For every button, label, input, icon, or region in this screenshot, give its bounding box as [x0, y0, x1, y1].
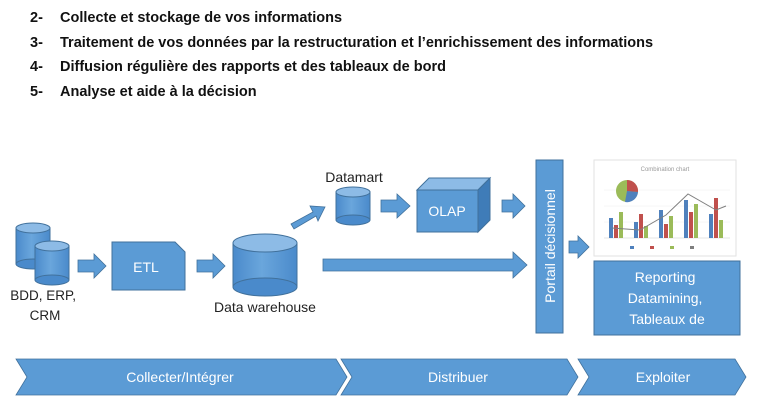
datamart-label: Datamart — [325, 169, 383, 185]
arrow-icon — [568, 235, 590, 259]
list-item-text: Analyse et aide à la décision — [60, 83, 257, 100]
etl-box: ETL — [111, 241, 186, 291]
list-item: 4- Diffusion régulière des rapports et d… — [30, 55, 653, 80]
phase-chevron-exploiter: Exploiter — [577, 358, 747, 396]
source-database-icon — [34, 240, 70, 286]
steps-list: 2- Collecte et stockage de vos informati… — [30, 6, 653, 104]
list-item-number: 5- — [30, 83, 43, 100]
list-item-number: 3- — [30, 34, 43, 51]
olap-cube-icon: OLAP — [415, 176, 492, 234]
arrow-icon — [501, 193, 526, 219]
combination-chart-thumbnail: Combination chart — [593, 159, 737, 257]
arrow-icon — [196, 253, 226, 279]
datamart-cylinder-icon — [335, 186, 371, 226]
arrow-icon — [77, 253, 107, 279]
reporting-box: Reporting Datamining, Tableaux de — [593, 260, 741, 336]
data-warehouse-cylinder-icon — [232, 233, 298, 297]
olap-label: OLAP — [428, 203, 465, 219]
sources-label: BDD, ERP, CRM — [10, 288, 80, 323]
etl-label: ETL — [133, 259, 159, 275]
decision-portal-box: Portail décisionnel — [535, 159, 564, 334]
list-item: 2- Collecte et stockage de vos informati… — [30, 6, 653, 31]
thumbnail-title: Combination chart — [641, 167, 690, 173]
list-item-number: 2- — [30, 10, 43, 27]
arrow-icon — [322, 251, 528, 279]
arrow-icon — [290, 205, 326, 230]
phase-label: Collecter/Intégrer — [126, 369, 234, 385]
phase-chevron-distribuer: Distribuer — [340, 358, 579, 396]
reporting-label: Reporting Datamining, Tableaux de — [628, 269, 707, 327]
list-item-text: Collecte et stockage de vos informations — [60, 10, 343, 27]
list-item: 3- Traitement de vos données par la rest… — [30, 31, 653, 56]
phase-chevron-collecter: Collecter/Intégrer — [15, 358, 348, 396]
data-warehouse-label: Data warehouse — [214, 299, 316, 315]
list-item: 5- Analyse et aide à la décision — [30, 80, 653, 105]
arrow-icon — [380, 193, 411, 219]
list-item-text: Traitement de vos données par la restruc… — [60, 34, 654, 51]
portal-label: Portail décisionnel — [542, 189, 558, 303]
list-item-text: Diffusion régulière des rapports et des … — [60, 59, 446, 76]
phase-label: Exploiter — [636, 369, 691, 385]
list-item-number: 4- — [30, 59, 43, 76]
phase-label: Distribuer — [428, 369, 488, 385]
